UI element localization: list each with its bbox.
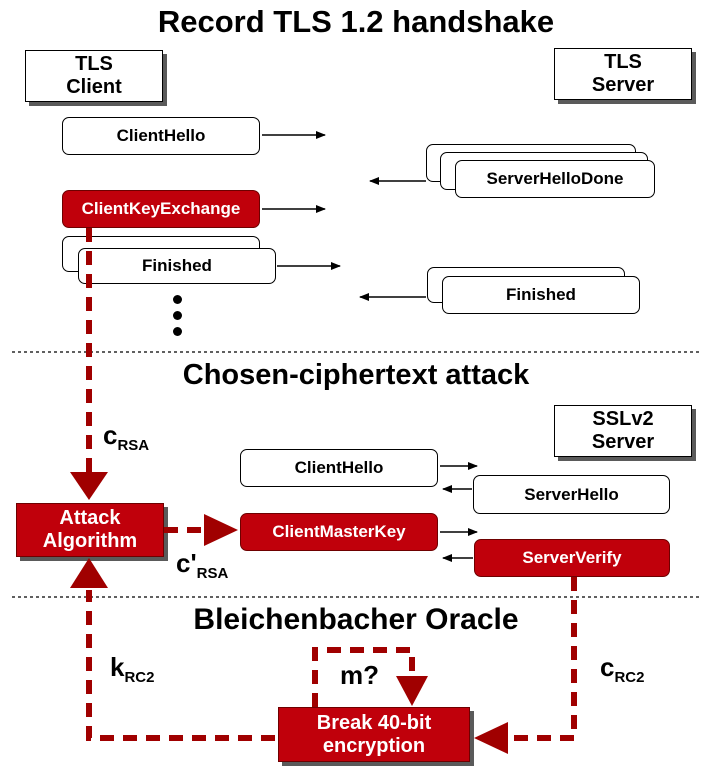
chosen-ciphertext-title: Chosen-ciphertext attack xyxy=(182,359,530,391)
record-handshake-title: Record TLS 1.2 handshake xyxy=(157,4,555,39)
client-hello-sslv2-message: ClientHello xyxy=(240,449,438,487)
ellipsis-dots xyxy=(173,295,183,343)
c-rc2-flow-line xyxy=(508,577,577,741)
attack-algorithm-arrowhead xyxy=(70,472,108,500)
k-rc2-label: kRC2 xyxy=(110,652,155,686)
c-prime-rsa-label: c'RSA xyxy=(176,548,229,582)
tls-server-box: TLS Server xyxy=(554,48,692,100)
server-verify-message: ServerVerify xyxy=(474,539,670,577)
m-query-arrowhead xyxy=(396,676,428,706)
sslv2-server-box: SSLv2 Server xyxy=(554,405,692,457)
server-hello-done-message: ServerHelloDone xyxy=(455,160,655,198)
k-rc2-flow-line xyxy=(86,590,275,741)
break-encryption-arrowhead xyxy=(474,722,508,754)
bleichenbacher-oracle-title: Bleichenbacher Oracle xyxy=(193,603,519,636)
m-query-flow-line xyxy=(312,647,415,707)
finished-server-message: Finished xyxy=(442,276,640,314)
client-hello-tls-message: ClientHello xyxy=(62,117,260,155)
c-rsa-label: cRSA xyxy=(103,420,150,454)
c-rc2-label: cRC2 xyxy=(600,652,645,686)
client-key-exchange-message: ClientKeyExchange xyxy=(62,190,260,228)
attack-algorithm-box: Attack Algorithm xyxy=(16,503,164,557)
client-master-key-message: ClientMasterKey xyxy=(240,513,438,551)
tls-client-box: TLS Client xyxy=(25,50,163,102)
m-query-label: m? xyxy=(340,660,379,690)
break-40bit-box: Break 40-bit encryption xyxy=(278,707,470,762)
k-rc2-arrowhead xyxy=(70,558,108,588)
finished-client-message: Finished xyxy=(78,248,276,284)
server-hello-sslv2-message: ServerHello xyxy=(473,475,670,514)
client-master-key-arrowhead xyxy=(204,514,238,546)
